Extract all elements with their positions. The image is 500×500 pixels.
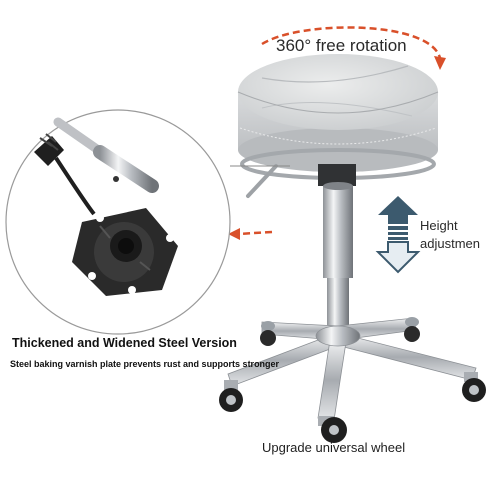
lift-lever-part: [34, 133, 96, 216]
steel-version-title: Thickened and Widened Steel Version: [12, 336, 237, 350]
caster-left: [219, 380, 243, 412]
five-star-base: [227, 317, 477, 421]
height-label-line2: adjustmen: [420, 236, 480, 251]
rotation-label: 360° free rotation: [276, 36, 407, 55]
rotation-arrow: [261, 26, 446, 70]
steel-version-description: Steel baking varnish plate prevents rust…: [10, 359, 280, 369]
gas-cylinder-part: [53, 117, 159, 193]
height-label-line1: Height: [420, 218, 458, 233]
seat-cushion: [237, 54, 439, 180]
height-adjust-label: Height adjustmen: [420, 217, 480, 253]
gas-lift-column: [323, 182, 353, 330]
caster-front: [318, 416, 347, 443]
height-adjust-arrow: [375, 196, 421, 274]
seat-mechanism: [246, 164, 356, 198]
caster-back-right: [404, 326, 420, 342]
caster-wheels: [219, 326, 486, 443]
caster-back-left: [260, 330, 276, 346]
wheel-label: Upgrade universal wheel: [262, 440, 406, 455]
caster-right: [462, 372, 486, 402]
steel-base-plate: [72, 208, 178, 296]
